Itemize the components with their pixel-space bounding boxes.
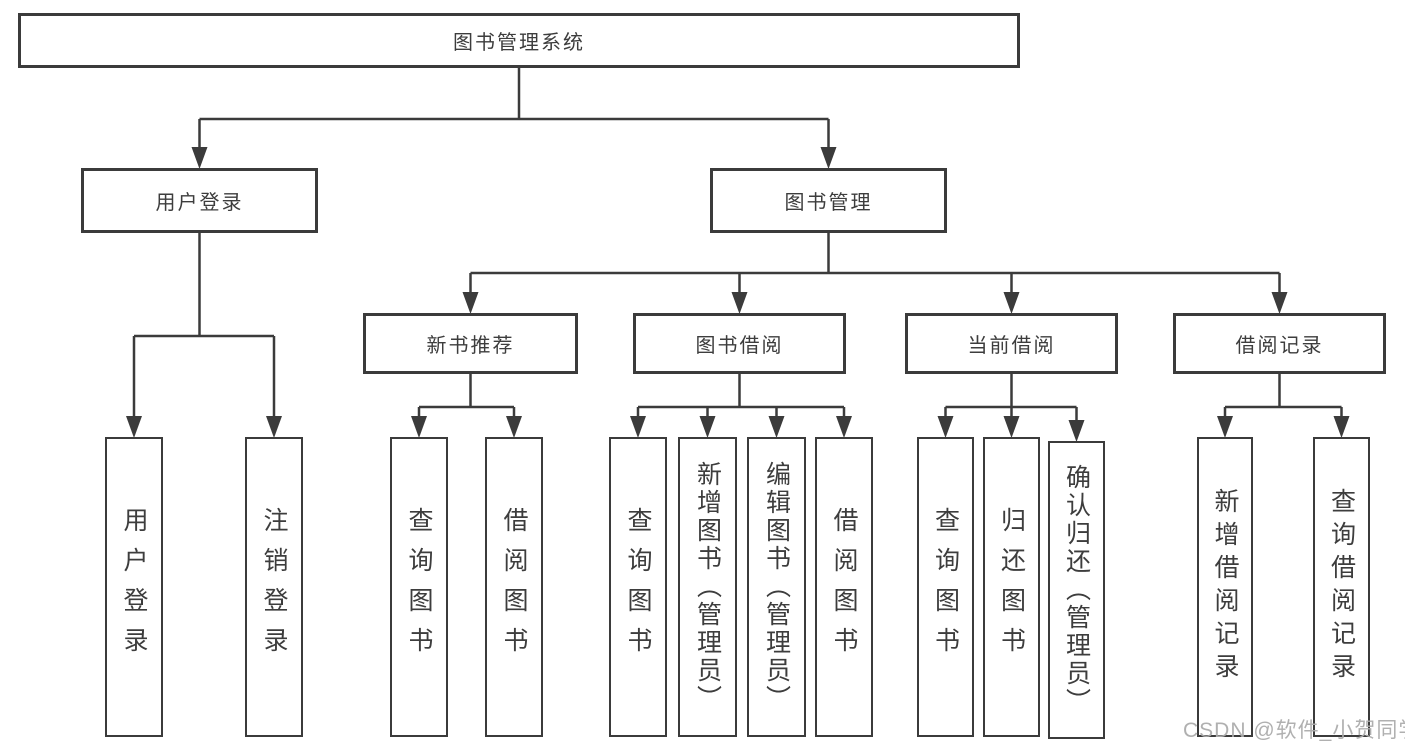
node-label-bb-borrow: 借阅图书: [830, 507, 858, 667]
node-br-add: 新增借阅记录: [1197, 437, 1253, 737]
node-label-nbr-borrow: 借阅图书: [500, 507, 528, 667]
node-label-cb-return: 归还图书: [997, 507, 1026, 667]
arrowhead: [462, 292, 479, 314]
node-label-br-add: 新增借阅记录: [1211, 488, 1239, 686]
node-nbr-query: 查询图书: [390, 437, 448, 737]
node-user-login-leaf: 用户登录: [105, 437, 163, 737]
arrowhead: [699, 416, 716, 438]
node-label-bb-query: 查询图书: [624, 507, 652, 667]
arrowhead: [411, 416, 427, 438]
node-label-root: 图书管理系统: [453, 32, 585, 54]
arrowhead: [768, 416, 785, 438]
node-label-book-borrow: 图书借阅: [695, 335, 784, 357]
node-bb-query: 查询图书: [609, 437, 667, 737]
arrowhead: [506, 416, 522, 438]
node-label-bb-add: 新增图书（管理员）: [693, 461, 722, 713]
node-book-mgmt: 图书管理: [710, 168, 947, 233]
node-label-nbr-query: 查询图书: [405, 507, 433, 667]
node-label-book-mgmt: 图书管理: [784, 192, 873, 214]
arrowhead: [937, 416, 954, 438]
arrowhead: [836, 416, 852, 438]
node-bb-add: 新增图书（管理员）: [678, 437, 737, 737]
node-cb-return: 归还图书: [983, 437, 1040, 737]
node-br-query: 查询借阅记录: [1313, 437, 1370, 737]
arrowhead: [630, 416, 646, 438]
node-root: 图书管理系统: [18, 13, 1020, 68]
node-label-user-login-leaf: 用户登录: [120, 507, 148, 667]
node-user-login: 用户登录: [81, 168, 318, 233]
node-nbr-borrow: 借阅图书: [485, 437, 543, 737]
node-borrow-records: 借阅记录: [1173, 313, 1386, 374]
arrowhead: [1217, 416, 1233, 438]
node-label-cb-confirm: 确认归还（管理员）: [1062, 464, 1091, 716]
node-current-borrow: 当前借阅: [905, 313, 1118, 374]
node-new-book-rec: 新书推荐: [363, 313, 578, 374]
arrowhead: [1003, 416, 1020, 438]
node-label-borrow-records: 借阅记录: [1235, 335, 1324, 357]
arrowhead: [1271, 292, 1288, 314]
arrowhead: [820, 147, 837, 169]
arrowhead: [1003, 292, 1020, 314]
arrowhead: [191, 147, 208, 169]
node-bb-edit: 编辑图书（管理员）: [747, 437, 806, 737]
node-cb-query: 查询图书: [917, 437, 974, 737]
csdn-watermark: CSDN @软件_小贺同学: [1183, 719, 1405, 742]
node-label-new-book-rec: 新书推荐: [426, 335, 515, 357]
arrowhead: [1333, 416, 1350, 438]
node-label-br-query: 查询借阅记录: [1327, 488, 1356, 686]
node-bb-borrow: 借阅图书: [815, 437, 873, 737]
node-book-borrow: 图书借阅: [633, 313, 846, 374]
node-label-cb-query: 查询图书: [931, 507, 960, 667]
arrowhead: [126, 416, 142, 438]
arrowhead: [266, 416, 282, 438]
arrowhead: [731, 292, 748, 314]
node-logout-leaf: 注销登录: [245, 437, 303, 737]
node-label-user-login: 用户登录: [155, 192, 244, 214]
node-label-current-borrow: 当前借阅: [967, 335, 1056, 357]
node-cb-confirm: 确认归还（管理员）: [1048, 441, 1105, 739]
node-label-bb-edit: 编辑图书（管理员）: [762, 461, 791, 713]
node-label-logout-leaf: 注销登录: [260, 507, 288, 667]
arrowhead: [1068, 420, 1085, 442]
